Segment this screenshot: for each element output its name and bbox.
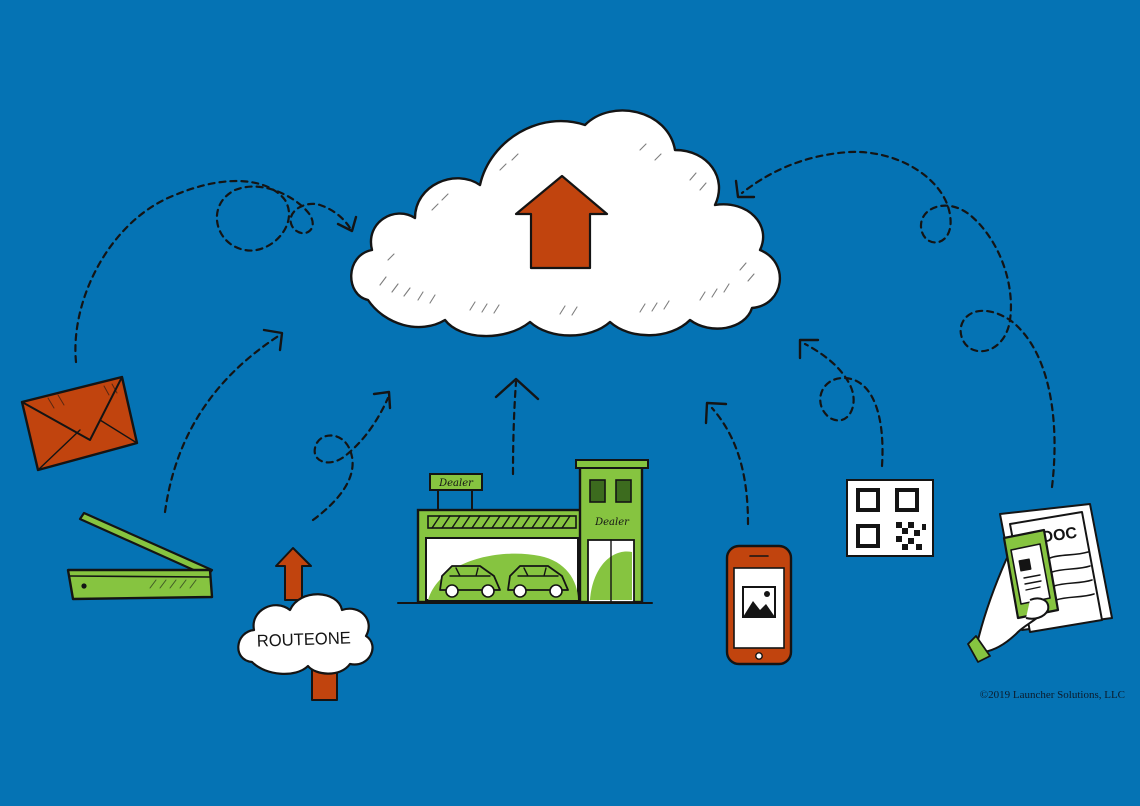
- flow-arrow-qr: [798, 338, 884, 468]
- routeone-sign-icon: ROUTEONE: [237, 547, 374, 701]
- upload-arrow-icon: [514, 174, 609, 270]
- qr-code-icon: [846, 479, 934, 557]
- smartphone-photo-icon: [725, 544, 793, 666]
- flow-arrow-scanner: [163, 328, 284, 514]
- envelope-icon: [20, 375, 139, 472]
- document-scan-phone-icon: DOC: [967, 503, 1113, 663]
- dealership-icon: Dealer Dealer: [397, 459, 653, 604]
- cloud-upload-icon: [350, 109, 782, 338]
- flow-arrow-phone: [704, 401, 750, 526]
- scanner-icon: [66, 511, 214, 601]
- copyright-notice: ©2019 Launcher Solutions, LLC: [979, 689, 1125, 701]
- flow-arrow-routeone: [311, 390, 392, 522]
- doc-label: DOC: [1041, 525, 1079, 547]
- routeone-label: ROUTEONE: [257, 628, 352, 650]
- car-icon: [507, 565, 569, 598]
- flow-arrow-document: [734, 150, 1056, 489]
- flow-arrow-dealer: [494, 377, 540, 476]
- flow-arrows: [74, 150, 1056, 526]
- flow-arrow-envelope: [74, 179, 358, 364]
- dealer-sign-top-label: Dealer: [438, 478, 474, 489]
- dealer-sign-tower-label: Dealer: [594, 517, 630, 528]
- car-icon: [439, 565, 501, 598]
